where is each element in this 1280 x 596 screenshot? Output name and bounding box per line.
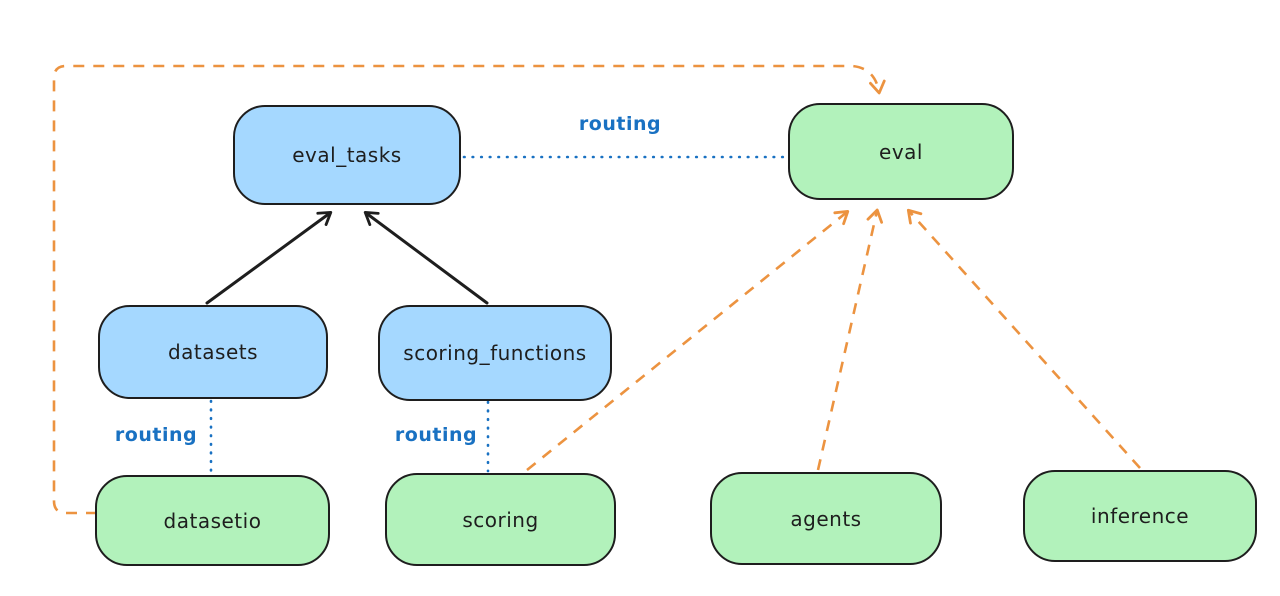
node-eval-tasks-label: eval_tasks (292, 143, 402, 167)
node-agents-label: agents (790, 506, 862, 531)
edge-scoring-functions-to-eval-tasks (363, 211, 489, 305)
node-datasetio-label: datasetio (163, 508, 262, 533)
node-agents: agents (710, 472, 942, 565)
routing-label-eval-tasks-eval: routing (578, 113, 662, 135)
node-eval-tasks: eval_tasks (233, 105, 461, 205)
edge-inference-to-eval (906, 208, 1141, 469)
node-scoring-label: scoring (462, 507, 539, 532)
node-eval: eval (788, 103, 1014, 200)
node-datasets: datasets (98, 305, 328, 399)
edge-agents-to-eval (816, 208, 884, 471)
node-inference-label: inference (1090, 504, 1190, 528)
node-eval-label: eval (879, 139, 923, 164)
node-scoring-functions-label: scoring_functions (403, 341, 587, 365)
edge-scoring-to-eval (526, 209, 850, 472)
node-inference: inference (1023, 470, 1257, 562)
routing-label-datasets-datasetio: routing (114, 424, 198, 446)
node-datasets-label: datasets (167, 340, 259, 364)
node-scoring: scoring (385, 473, 616, 566)
edge-datasets-to-eval-tasks (205, 211, 333, 305)
node-datasetio: datasetio (95, 475, 330, 566)
edge-datasetio-to-eval (52, 64, 886, 515)
node-scoring-functions: scoring_functions (378, 305, 612, 401)
routing-label-scoring-functions-scoring: routing (394, 424, 478, 446)
